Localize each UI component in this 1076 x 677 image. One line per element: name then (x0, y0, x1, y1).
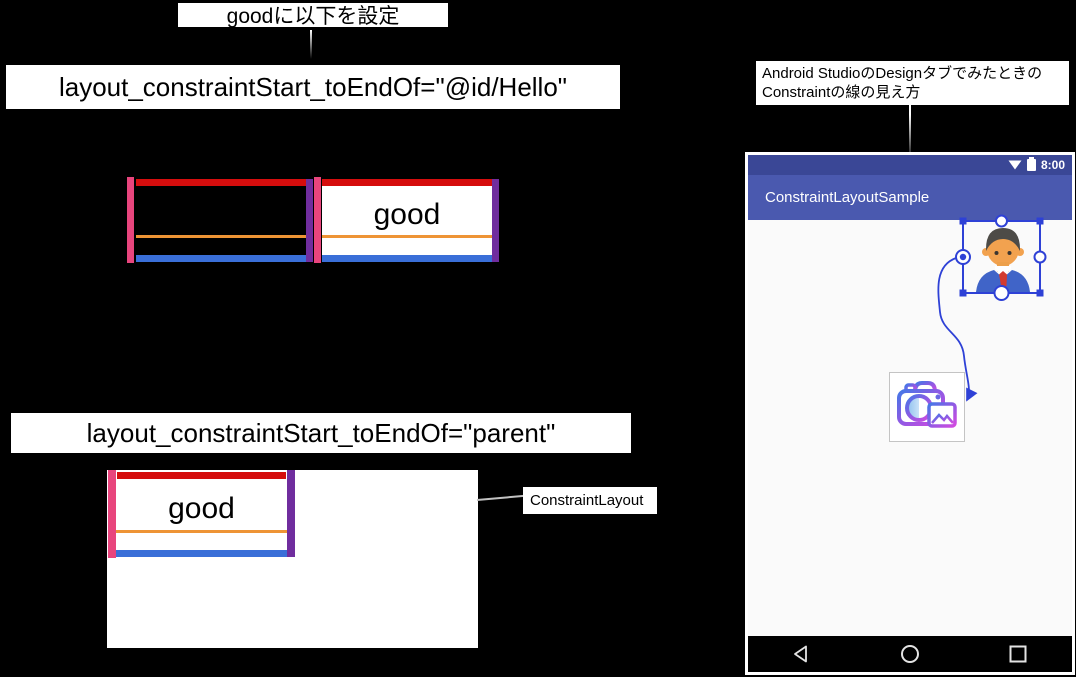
good2-baseline-orange (116, 530, 287, 533)
code-hello-text: layout_constraintStart_toEndOf="@id/Hell… (58, 71, 568, 102)
top-label-connector-line (310, 30, 312, 59)
camera-image-container[interactable] (889, 372, 965, 442)
code-parent-text: layout_constraintStart_toEndOf="parent" (86, 417, 556, 448)
anchor-start-dot (959, 253, 967, 261)
top-label-box: goodに以下を設定 (175, 0, 451, 30)
back-icon[interactable] (791, 643, 813, 665)
design-surface (748, 214, 1072, 636)
design-note-line1: Android StudioのDesignタブでみたときの (762, 65, 1043, 82)
good2-bottom-bar-blue (116, 550, 287, 557)
home-icon[interactable] (899, 643, 921, 665)
design-note-line2: Constraintの線の見え方 (762, 84, 921, 101)
good2-start-bar-pink (108, 470, 116, 558)
hello-start-bar-pink (127, 177, 134, 263)
constraintlayout-label-text: ConstraintLayout (530, 492, 644, 509)
status-time: 8:00 (1040, 158, 1065, 172)
design-note-connector-line (909, 105, 911, 152)
wifi-icon (1008, 160, 1022, 170)
status-bar: 8:00 (748, 155, 1072, 175)
good-box-top (322, 179, 492, 262)
app-bar: ConstraintLayoutSample (748, 175, 1072, 220)
handle-bottom-left[interactable] (959, 289, 967, 297)
code-box-hello: layout_constraintStart_toEndOf="@id/Hell… (3, 62, 623, 112)
nav-bar (748, 636, 1072, 672)
good2-end-bar-purple (287, 470, 295, 557)
good-start-bar-pink (314, 177, 321, 263)
top-label-text: goodに以下を設定 (226, 5, 400, 28)
hello-end-bar-purple (306, 179, 313, 262)
app-title: ConstraintLayoutSample (765, 189, 930, 206)
good-top-bar-red (322, 179, 492, 186)
code-box-parent: layout_constraintStart_toEndOf="parent" (8, 410, 634, 456)
good-end-bar-purple (492, 179, 499, 262)
good2-textview-label: good (168, 492, 235, 525)
good2-top-bar-red (117, 472, 286, 479)
battery-icon (1026, 157, 1036, 171)
hello-bottom-bar-blue (136, 255, 306, 262)
constraintlayout-connector-line (476, 494, 524, 501)
avatar-image[interactable] (968, 222, 1038, 292)
recents-icon[interactable] (1007, 643, 1029, 665)
constraintlayout-label-box: ConstraintLayout (523, 487, 657, 514)
hello-baseline-orange (136, 235, 306, 238)
hello-top-bar-red (136, 179, 306, 186)
good-baseline-orange (322, 235, 492, 238)
camera-image (897, 381, 957, 428)
good-textview-label: good (373, 198, 441, 231)
design-note-box: Android StudioのDesignタブでみたときの Constraint… (756, 61, 1069, 105)
good-bottom-bar-blue (322, 255, 492, 262)
phone-mockup: 8:00 ConstraintLayoutSample (745, 152, 1075, 675)
